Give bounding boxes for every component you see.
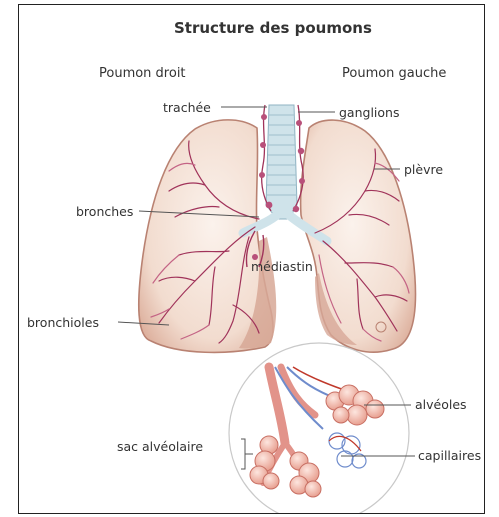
label-pleura: plèvre [404,162,443,177]
label-lymph-nodes: ganglions [339,105,399,120]
right-lung-label: Poumon droit [99,66,186,81]
label-capillaries: capillaires [418,448,481,463]
alveoli-zoom-circle [229,343,409,513]
label-alveoli: alvéoles [415,397,467,412]
label-trachea: trachée [163,100,211,115]
right-lung [139,120,276,353]
label-alveolar-sac: sac alvéolaire [117,439,203,454]
diagram-frame: Structure des poumons Poumon droit Poumo… [18,4,485,514]
label-bronchioles: bronchioles [27,315,99,330]
diagram-title: Structure des poumons [174,19,372,37]
left-lung-label: Poumon gauche [342,66,446,81]
label-bronchi: bronches [76,204,133,219]
label-mediastinum: médiastin [251,259,313,274]
